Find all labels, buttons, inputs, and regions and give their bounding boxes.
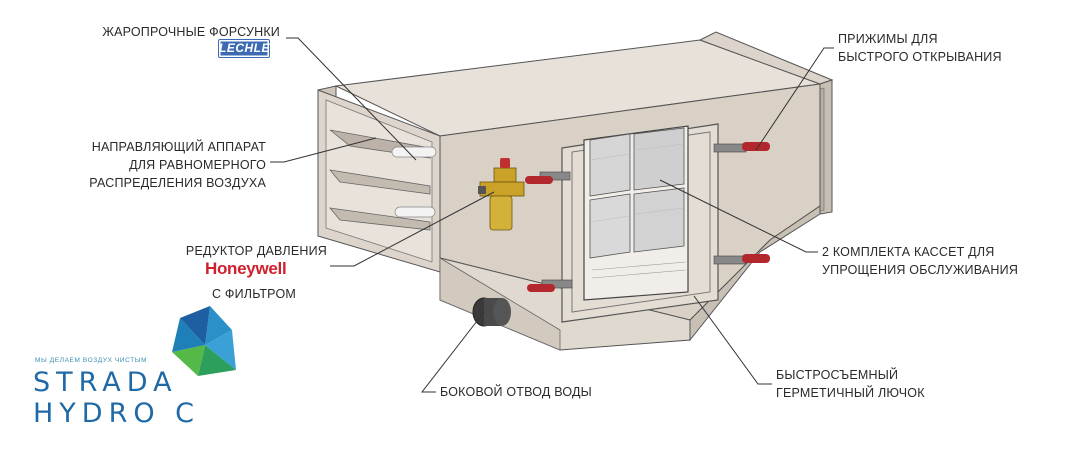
service-hatch <box>561 123 719 323</box>
drain-pipe <box>472 297 511 327</box>
label-nozzles: ЖАРОПРОЧНЫЕ ФОРСУНКИ <box>102 25 280 39</box>
pinwheel-icon <box>172 306 236 376</box>
brand-tagline: МЫ ДЕЛАЕМ ВОЗДУХ ЧИСТЫМ <box>35 357 148 364</box>
clamp-left-bottom <box>527 279 573 292</box>
label-guide-line3: РАСПРЕДЕЛЕНИЯ ВОЗДУХА <box>89 176 266 190</box>
label-hatch-line1: БЫСТРОСЪЕМНЫЙ <box>776 368 899 382</box>
label-clamps-line2: БЫСТРОГО ОТКРЫВАНИЯ <box>838 50 1002 64</box>
label-clamps-line1: ПРИЖИМЫ ДЛЯ <box>838 32 938 46</box>
brand-name-line1: STRADA <box>33 367 178 398</box>
lechler-logo: LECHLER <box>219 40 280 57</box>
brand-name-line2: HYDRO C <box>33 398 201 429</box>
label-drain: БОКОВОЙ ОТВОД ВОДЫ <box>440 385 592 399</box>
clamp-left-top <box>525 171 571 184</box>
label-hatch-line2: ГЕРМЕТИЧНЫЙ ЛЮЧОК <box>776 386 925 400</box>
leader-lines <box>270 37 834 393</box>
label-with-filter: С ФИЛЬТРОМ <box>212 287 296 301</box>
label-cassettes-line1: 2 КОМПЛЕКТА КАССЕТ ДЛЯ <box>822 245 995 259</box>
pressure-reducer <box>478 158 525 231</box>
label-reducer: РЕДУКТОР ДАВЛЕНИЯ <box>185 244 327 258</box>
honeywell-logo: Honeywell <box>205 259 287 278</box>
label-guide-line2: ДЛЯ РАВНОМЕРНОГО <box>129 158 266 172</box>
clamp-right-bottom <box>713 254 770 265</box>
label-guide-line1: НАПРАВЛЯЮЩИЙ АППАРАТ <box>91 140 266 154</box>
clamp-right-top <box>713 142 770 153</box>
label-cassettes-line2: УПРОЩЕНИЯ ОБСЛУЖИВАНИЯ <box>822 263 1019 277</box>
inlet-frame <box>317 85 441 273</box>
